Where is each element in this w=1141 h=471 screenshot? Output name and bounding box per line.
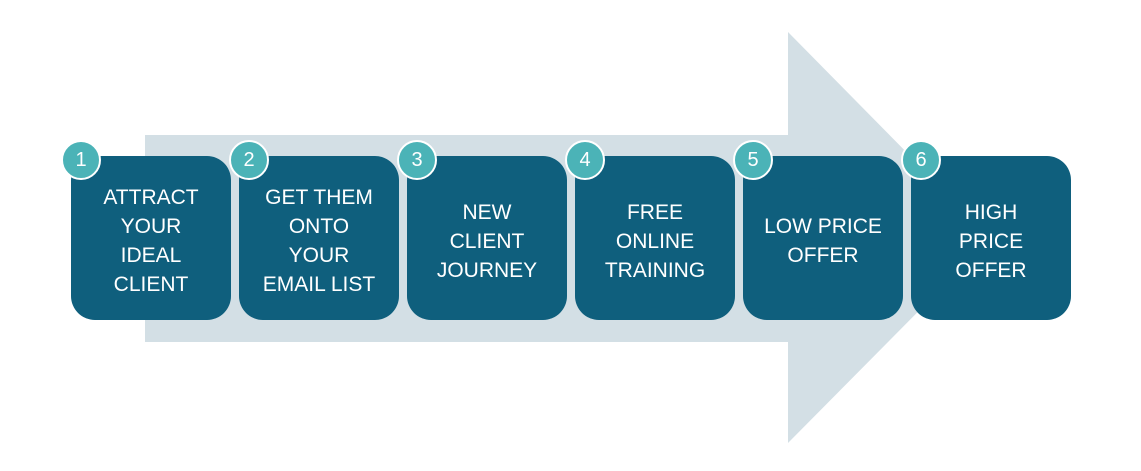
step-2: GET THEM ONTO YOUR EMAIL LIST 2 [229, 140, 399, 320]
step-box [71, 156, 231, 320]
step-1: ATTRACT YOUR IDEAL CLIENT 1 [61, 140, 231, 320]
step-number-badge: 1 [61, 140, 101, 180]
step-4: FREE ONLINE TRAINING 4 [565, 140, 735, 320]
step-label: GET THEM ONTO YOUR EMAIL LIST [262, 186, 376, 296]
step-number-badge: 4 [565, 140, 605, 180]
step-number-badge: 3 [397, 140, 437, 180]
step-box [743, 156, 903, 320]
step-3: NEW CLIENT JOURNEY 3 [397, 140, 567, 320]
step-label: NEW CLIENT JOURNEY [436, 200, 538, 282]
step-label: LOW PRICE OFFER [764, 215, 882, 267]
step-box [239, 156, 399, 320]
step-6: HIGH PRICE OFFER 6 [901, 140, 1071, 320]
step-box [407, 156, 567, 320]
step-number-badge: 6 [901, 140, 941, 180]
step-label: FREE ONLINE TRAINING [604, 200, 706, 282]
step-number-badge: 5 [733, 140, 773, 180]
step-number-badge: 2 [229, 140, 269, 180]
step-box [575, 156, 735, 320]
arrow-shape [145, 32, 991, 443]
step-5: LOW PRICE OFFER 5 [733, 140, 903, 320]
step-label: ATTRACT YOUR IDEAL CLIENT [103, 186, 199, 296]
step-label: HIGH PRICE OFFER [955, 200, 1027, 282]
step-box [911, 156, 1071, 320]
